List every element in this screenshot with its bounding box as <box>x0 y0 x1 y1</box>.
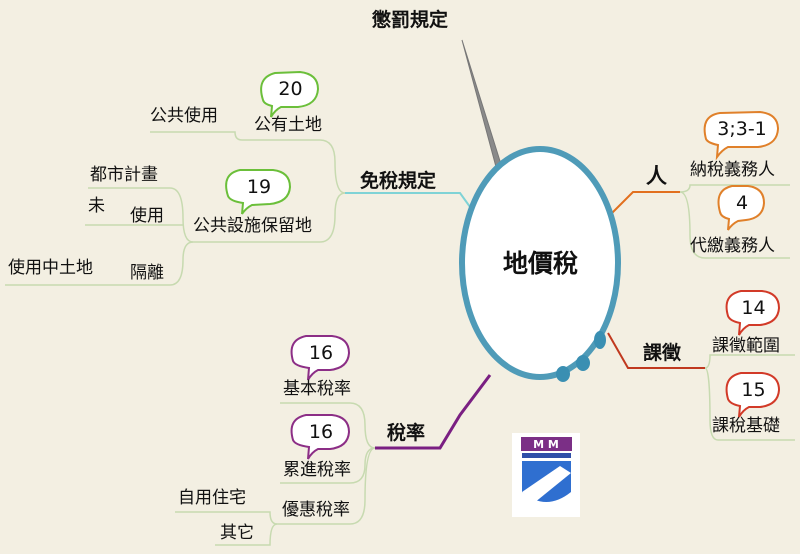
bubble-16-progressive-text: 16 <box>308 421 334 443</box>
use-label: 使用 <box>130 206 164 226</box>
penalty-branch-line <box>461 39 506 179</box>
levy-scope-label: 課徵範圍 <box>712 336 780 356</box>
preferential-rate-label: 優惠稅率 <box>282 500 350 520</box>
levy-label: 課徵 <box>643 342 682 364</box>
levy-branch-line <box>607 332 705 369</box>
bubble-16-basic <box>290 335 351 381</box>
urban-plan-label: 都市計畫 <box>90 165 158 185</box>
progressive-rate-label: 累進稅率 <box>283 460 351 480</box>
bubble-15-text: 15 <box>741 379 766 401</box>
exemption-label: 免稅規定 <box>360 170 437 192</box>
bubble-19-text: 19 <box>246 176 272 198</box>
center-dot-3 <box>594 331 606 349</box>
unfinished-label: 未 <box>88 196 105 216</box>
logo-icon: M M <box>512 433 580 517</box>
center-node <box>459 146 621 382</box>
rate-branch-line <box>375 374 492 450</box>
person-label: 人 <box>646 164 667 188</box>
bubble-14-text: 14 <box>741 297 766 319</box>
bubble-20 <box>260 70 320 118</box>
svg-text:M M: M M <box>533 438 559 451</box>
bubble-4 <box>717 185 766 231</box>
bubble-19 <box>225 169 292 215</box>
taxpayer-label: 納稅義務人 <box>690 160 775 180</box>
exemption-branch-line <box>345 192 479 219</box>
bubble-20-text: 20 <box>278 78 303 100</box>
other-label: 其它 <box>220 523 254 543</box>
public-land-label: 公有土地 <box>254 115 322 135</box>
center-dot-2 <box>576 355 590 371</box>
penalty-label: 懲罰規定 <box>372 9 449 31</box>
withholder-label: 代繳義務人 <box>690 236 775 256</box>
center-label: 地價稅 <box>503 249 579 278</box>
bubble-16-progressive <box>290 414 351 460</box>
isolation-label: 隔離 <box>130 263 164 283</box>
person-branch-line <box>609 191 680 216</box>
bubble-3-3-1-text: 3;3-1 <box>717 118 767 140</box>
self-use-house-label: 自用住宅 <box>178 488 246 508</box>
in-use-land-label: 使用中土地 <box>8 258 93 278</box>
reserved-land-label: 公共設施保留地 <box>193 216 312 236</box>
bubble-14 <box>725 290 781 336</box>
basic-rate-label: 基本稅率 <box>283 379 351 399</box>
bubble-15 <box>725 372 781 418</box>
center-dot-1 <box>556 366 570 382</box>
tax-base-label: 課稅基礎 <box>712 416 780 436</box>
bubble-16-basic-text: 16 <box>308 342 334 364</box>
rate-label: 稅率 <box>387 422 426 444</box>
bubble-3-3-1 <box>703 110 780 161</box>
leaf-lines <box>5 131 795 546</box>
bubble-4-text: 4 <box>735 192 749 214</box>
public-use-label: 公共使用 <box>150 106 218 126</box>
